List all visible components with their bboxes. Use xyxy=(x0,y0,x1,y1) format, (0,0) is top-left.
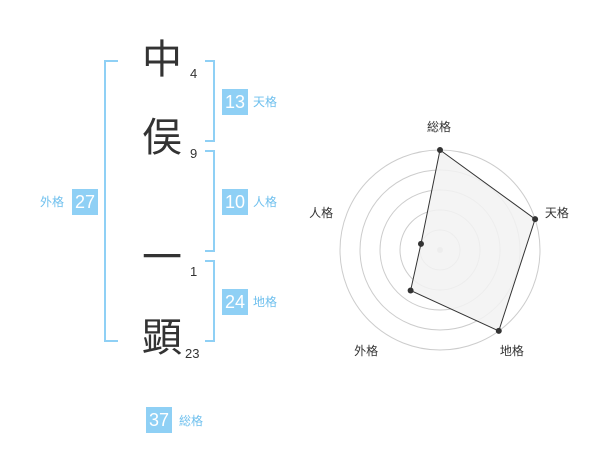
tenkaku-bracket xyxy=(205,60,215,142)
chikaku-badge: 24 xyxy=(222,289,249,315)
jinkaku-label: 人格 xyxy=(253,195,278,209)
stroke-count-1: 4 xyxy=(190,66,198,81)
radar-point-2 xyxy=(532,216,539,223)
name-char-3: 一 xyxy=(142,235,182,281)
gaikaku-badge: 27 xyxy=(72,189,99,215)
radar-axis-label-1: 総格 xyxy=(427,120,452,134)
gaikaku-label: 外格 xyxy=(40,195,65,209)
radar-axis-label-2: 天格 xyxy=(544,205,569,220)
tenkaku-label: 天格 xyxy=(253,95,278,109)
radar-point-5 xyxy=(417,240,424,247)
radar-chart xyxy=(339,147,541,351)
jinkaku-bracket xyxy=(205,150,215,252)
radar-point-1 xyxy=(437,147,443,153)
radar-polygon xyxy=(410,149,536,332)
stroke-count-2: 9 xyxy=(190,146,198,161)
chikaku-label: 地格 xyxy=(253,295,278,309)
chikaku-bracket xyxy=(205,260,215,342)
tenkaku-badge: 13 xyxy=(222,89,249,115)
soukaku-label: 総格 xyxy=(179,414,204,428)
name-char-2: 俣 xyxy=(142,115,182,161)
soukaku-badge: 37 xyxy=(146,407,173,433)
gaikaku-bracket xyxy=(104,60,118,342)
radar-point-4 xyxy=(407,287,414,294)
radar-axis-label-5: 人格 xyxy=(309,205,334,220)
name-char-1: 中 xyxy=(142,37,182,83)
radar-point-3 xyxy=(495,327,502,334)
radar-axis-label-4: 外格 xyxy=(354,344,379,359)
name-char-4: 顕 xyxy=(142,315,182,361)
radar-axis-label-3: 地格 xyxy=(499,344,524,359)
stroke-count-3: 1 xyxy=(190,264,198,279)
jinkaku-badge: 10 xyxy=(222,189,249,215)
stroke-count-4: 23 xyxy=(185,346,200,361)
